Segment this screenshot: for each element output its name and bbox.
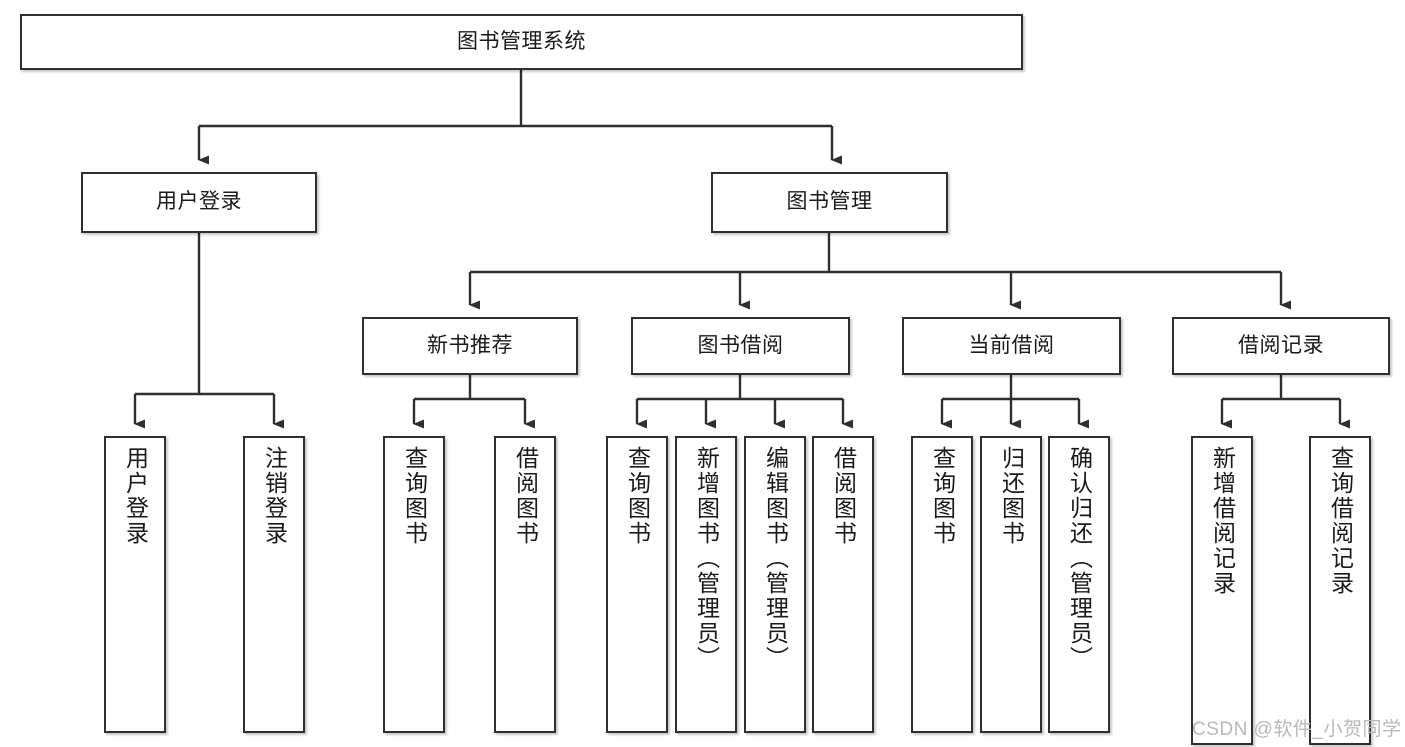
node-book-management[interactable]: 图书管理 xyxy=(711,172,948,233)
node-new-book-recommend-label: 新书推荐 xyxy=(427,333,513,357)
leaf-label: 查询借阅记录 xyxy=(1327,446,1354,596)
leaf-user-login-login[interactable]: 用户登录 xyxy=(104,436,166,733)
node-book-borrow-label: 图书借阅 xyxy=(697,333,784,357)
leaf-label: 借阅图书 xyxy=(830,446,857,546)
node-new-book-recommend[interactable]: 新书推荐 xyxy=(362,317,578,375)
node-borrow-record-label: 借阅记录 xyxy=(1238,333,1324,357)
leaf-record-query[interactable]: 查询借阅记录 xyxy=(1309,436,1371,745)
leaf-label: 查询图书 xyxy=(929,446,956,546)
node-book-management-label: 图书管理 xyxy=(786,190,873,214)
node-user-login-label: 用户登录 xyxy=(156,190,242,214)
leaf-record-add[interactable]: 新增借阅记录 xyxy=(1191,436,1253,745)
leaf-label: 确认归还（管理员） xyxy=(1066,446,1093,671)
leaf-borrow-edit-book[interactable]: 编辑图书（管理员） xyxy=(744,436,806,733)
leaf-borrow-borrow-book[interactable]: 借阅图书 xyxy=(812,436,874,733)
watermark: CSDN @软件_小贺同学 xyxy=(1192,719,1402,740)
node-current-borrow[interactable]: 当前借阅 xyxy=(902,317,1121,375)
node-borrow-record[interactable]: 借阅记录 xyxy=(1172,317,1390,375)
leaf-label: 新增借阅记录 xyxy=(1209,446,1236,596)
node-book-borrow[interactable]: 图书借阅 xyxy=(631,317,850,375)
leaf-borrow-add-book[interactable]: 新增图书（管理员） xyxy=(675,436,737,733)
leaf-label: 新增图书（管理员） xyxy=(693,446,720,671)
leaf-current-return-book[interactable]: 归还图书 xyxy=(980,436,1042,733)
leaf-label: 编辑图书（管理员） xyxy=(762,446,789,671)
leaf-user-login-logout[interactable]: 注销登录 xyxy=(243,436,305,733)
node-root[interactable]: 图书管理系统 xyxy=(20,14,1023,70)
leaf-label: 用户登录 xyxy=(122,446,149,546)
leaf-current-query-book[interactable]: 查询图书 xyxy=(911,436,973,733)
leaf-label: 归还图书 xyxy=(998,446,1025,546)
leaf-label: 查询图书 xyxy=(401,446,428,546)
leaf-current-confirm-return[interactable]: 确认归还（管理员） xyxy=(1048,436,1110,733)
leaf-label: 查询图书 xyxy=(624,446,651,546)
node-current-borrow-label: 当前借阅 xyxy=(968,333,1055,357)
node-user-login[interactable]: 用户登录 xyxy=(81,172,317,233)
leaf-label: 注销登录 xyxy=(261,446,288,546)
leaf-new-book-borrow[interactable]: 借阅图书 xyxy=(494,436,556,733)
leaf-new-book-query[interactable]: 查询图书 xyxy=(383,436,445,733)
leaf-borrow-query-book[interactable]: 查询图书 xyxy=(606,436,668,733)
node-root-label: 图书管理系统 xyxy=(457,29,586,53)
leaf-label: 借阅图书 xyxy=(512,446,539,546)
